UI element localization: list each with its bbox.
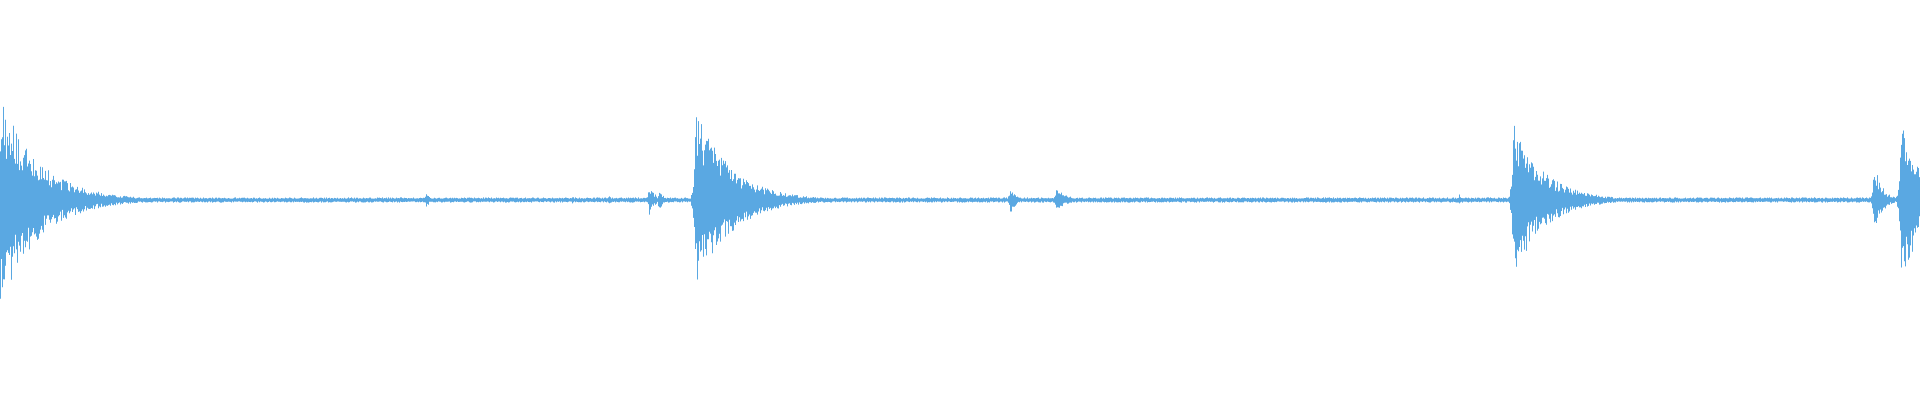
waveform-amplitude-path <box>0 106 1920 299</box>
waveform-trace <box>0 106 1920 299</box>
